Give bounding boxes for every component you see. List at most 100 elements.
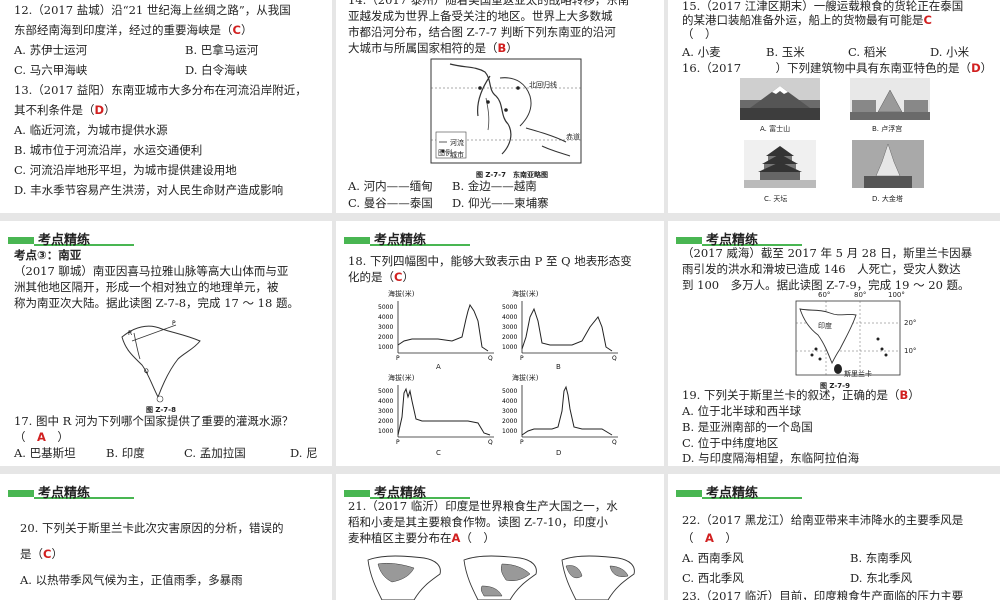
q20-stem-1: 20. 下列关于斯里兰卡此次灾害原因的分析，错误的 <box>20 521 284 535</box>
section-header: 考点精练 <box>676 482 906 501</box>
panel-q22-23: 考点精练 22.（2017 黑龙江）给南亚带来丰沛降水的主要季风是 （ A ） … <box>668 474 1000 600</box>
map-caption-z77: 图 Z-7-7 东南亚略图 <box>476 171 548 179</box>
q12-stem-1: 12.（2017 盐城）沿“21 世纪海上丝绸之路”，从我国 <box>14 3 291 17</box>
svg-text:Q: Q <box>612 439 617 445</box>
profile-b-label: B <box>556 363 561 371</box>
profile-c-ylabel: 海拔(米) <box>388 374 415 382</box>
svg-text:5000: 5000 <box>502 304 517 311</box>
q12-option-a: A. 苏伊士运河 <box>14 43 88 57</box>
panel-q20: 考点精练 20. 下列关于斯里兰卡此次灾害原因的分析，错误的 是（C） A. 以… <box>0 474 332 600</box>
svg-text:P: P <box>172 320 176 327</box>
svg-text:2000: 2000 <box>502 334 517 341</box>
q22-option-b: B. 东南季风 <box>850 551 912 565</box>
panel-q15-16: 15.（2017 江津区期末）一艘运载粮食的货轮正在泰国 的某港口装船准备外运，… <box>668 0 1000 213</box>
map-caption-z79: 图 Z-7-9 <box>820 382 850 390</box>
q13-option-c: C. 河流沿岸地形平坦，为城市提供建设用地 <box>14 163 237 177</box>
q13-stem-1: 13.（2017 益阳）东南亚城市大多分布在河流沿岸附近， <box>14 83 307 97</box>
map-label-equator: 赤道 <box>566 133 580 141</box>
q21-stem-2: 稻和小麦是其主要粮食作物。读图 Z-7-10，印度小 <box>348 515 608 529</box>
profile-d-ylabel: 海拔(米) <box>512 374 539 382</box>
svg-text:Q: Q <box>488 355 493 361</box>
panel-q18: 考点精练 18. 下列四幅图中，能够大致表示由 P 至 Q 地表形态变 化的是（… <box>336 221 664 466</box>
svg-text:3000: 3000 <box>378 324 393 331</box>
q22-option-c: C. 西北季风 <box>682 571 744 585</box>
profile-a-ylabel: 海拔(米) <box>388 290 415 298</box>
section-header: 考点精练 <box>344 482 574 501</box>
q17-option-d: D. 尼 <box>290 446 318 460</box>
section-header: 考点精练 <box>676 229 906 248</box>
q19-answer: B <box>899 388 909 402</box>
svg-text:2000: 2000 <box>378 334 393 341</box>
svg-text:Q: Q <box>144 368 149 375</box>
map-legend-river: 河流 <box>450 139 464 147</box>
profile-d-label: D <box>556 449 562 457</box>
india-wheat-map-a <box>367 555 441 600</box>
svg-text:1000: 1000 <box>378 344 393 351</box>
intro-line-1: （2017 聊城）南亚因喜马拉雅山脉等高大山体而与亚 <box>14 264 289 278</box>
india-wheat-map-c <box>561 555 635 600</box>
svg-text:3000: 3000 <box>502 408 517 415</box>
svg-text:4000: 4000 <box>378 314 393 321</box>
q23-stem-1: 23.（2017 临沂）目前，印度粮食生产面临的压力主要 <box>682 589 964 600</box>
svg-text:2000: 2000 <box>378 418 393 425</box>
q13-option-d: D. 丰水季节容易产生洪涝，对人民生命财产造成影响 <box>14 183 284 197</box>
intro-line-2: 洲其他地区隔开，形成一个相对独立的地理单元，被 <box>14 280 279 294</box>
q19-option-c: C. 位于中纬度地区 <box>682 436 779 450</box>
q22-stem-1: 22.（2017 黑龙江）给南亚带来丰沛降水的主要季风是 <box>682 513 964 527</box>
svg-text:4000: 4000 <box>502 314 517 321</box>
map-lon-80: 80° <box>854 291 867 299</box>
q17-option-b: B. 印度 <box>106 446 145 460</box>
q21-answer: A <box>451 531 461 545</box>
svg-text:1000: 1000 <box>502 428 517 435</box>
map-label-india: 印度 <box>818 322 832 330</box>
svg-text:R: R <box>128 330 132 337</box>
q14-option-c: C. 曼谷——泰国 <box>348 196 433 210</box>
q22-stem-2: （ A ） <box>682 531 737 545</box>
q21-stem-3: 麦种植区主要分布在A（ ） <box>348 531 495 545</box>
q15-stem-1: 15.（2017 江津区期末）一艘运载粮食的货轮正在泰国 <box>682 0 964 13</box>
q16-answer: D <box>971 61 981 75</box>
photo-mount-fuji <box>740 78 820 120</box>
q19-option-a: A. 位于北半球和西半球 <box>682 404 802 418</box>
q15-stem-3: （ ） <box>682 27 717 41</box>
q14-stem-1: 14.（2017 泰州）随着美国重返亚太的战略转移，东南 <box>348 0 630 7</box>
svg-text:Q: Q <box>612 355 617 361</box>
q18-answer: C <box>394 270 403 284</box>
q15-stem-2: 的某港口装船准备外运，船上的货物最有可能是C <box>682 13 932 27</box>
caption-louvre: B. 卢浮宫 <box>872 125 903 133</box>
q14-option-b: B. 金边——越南 <box>452 179 537 193</box>
caption-temple: C. 天坛 <box>764 195 788 203</box>
q14-stem-3: 市都沿河分布，结合图 Z-7-7 判断下列东南亚的沿河 <box>348 25 616 39</box>
profile-b-ylabel: 海拔(米) <box>512 290 539 298</box>
q17-option-c: C. 孟加拉国 <box>184 446 246 460</box>
q13-option-b: B. 城市位于河流沿岸，水运交通便利 <box>14 143 203 157</box>
q17-answer: A <box>37 430 46 444</box>
svg-text:2000: 2000 <box>502 418 517 425</box>
svg-text:1000: 1000 <box>378 428 393 435</box>
q14-answer: B <box>497 41 507 55</box>
sri-lanka-map <box>795 300 901 376</box>
profile-d: 5000 4000 3000 2000 1000 P Q <box>502 385 618 445</box>
map-caption-z78: 图 Z-7-8 <box>146 406 176 414</box>
svg-text:4000: 4000 <box>502 398 517 405</box>
q19-stem: 19. 下列关于斯里兰卡的叙述，正确的是（B） <box>682 388 920 402</box>
profile-b: 5000 4000 3000 2000 1000 P Q <box>502 301 618 361</box>
panel-q12-13: 12.（2017 盐城）沿“21 世纪海上丝绸之路”，从我国 东部经南海到印度洋… <box>0 0 332 213</box>
q12-option-d: D. 白令海峡 <box>185 63 248 77</box>
svg-text:P: P <box>396 439 400 445</box>
svg-text:5000: 5000 <box>378 304 393 311</box>
photo-louvre <box>850 78 930 120</box>
q12-option-c: C. 马六甲海峡 <box>14 63 88 77</box>
photo-shwedagon <box>852 140 924 188</box>
q13-stem-2: 其不利条件是（D） <box>14 103 116 117</box>
intro-line-3: 称为南亚次大陆。据此读图 Z-7-8，完成 17 ～ 18 题。 <box>14 296 299 310</box>
q20-stem-2: 是（C） <box>20 547 63 561</box>
intro-line-3: 到 100 多万人。据此读图 Z-7-9，完成 19 ～ 20 题。 <box>682 278 970 292</box>
q15-option-c: C. 稻米 <box>848 45 887 59</box>
q22-option-a: A. 西南季风 <box>682 551 744 565</box>
q18-stem-2: 化的是（C） <box>348 270 414 284</box>
map-label-tropic: 北回归线 <box>529 81 557 89</box>
map-lon-100: 100° <box>888 291 905 299</box>
svg-text:3000: 3000 <box>502 324 517 331</box>
section-header: 考点精练 <box>8 482 238 501</box>
